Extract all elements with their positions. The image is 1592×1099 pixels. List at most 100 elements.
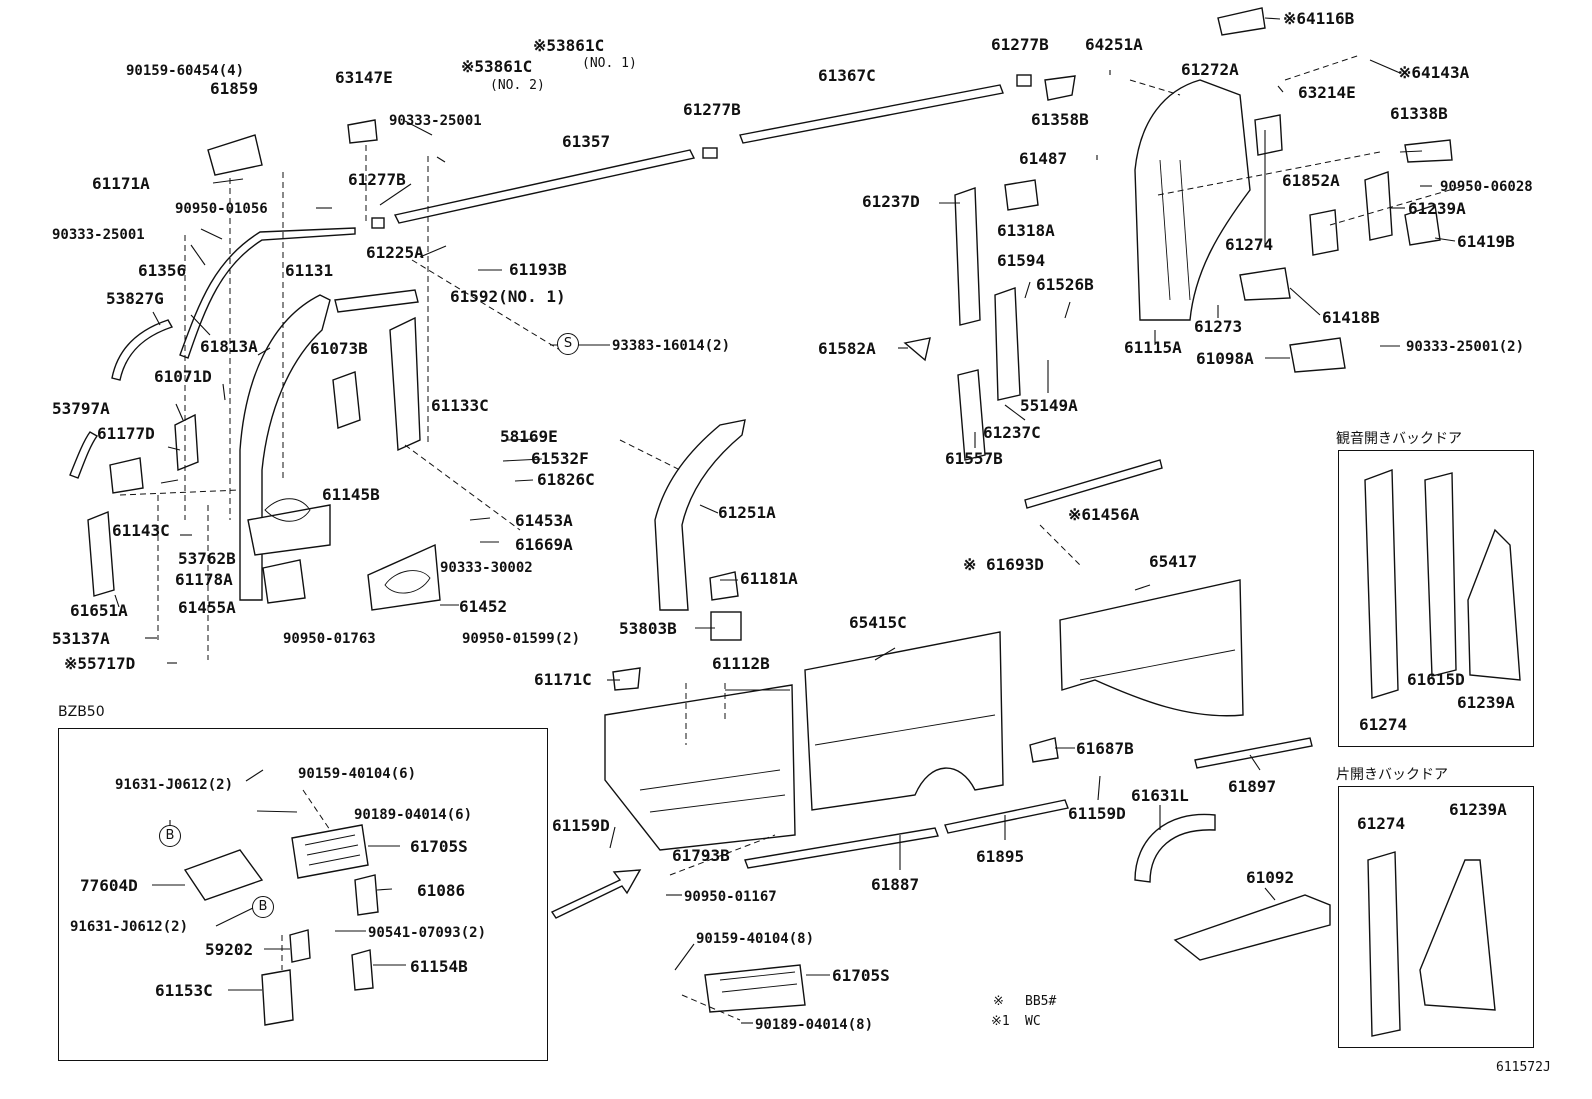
part-label: (NO. 1) bbox=[582, 56, 637, 71]
part-label: 61272A bbox=[1181, 60, 1239, 79]
part-label: 90333-25001 bbox=[52, 227, 145, 243]
part-label: 61178A bbox=[175, 570, 233, 589]
part-label: 90159-60454(4) bbox=[126, 63, 245, 79]
part-label: 61131 bbox=[285, 261, 334, 280]
part-label: 61592(NO. 1) bbox=[450, 287, 566, 306]
part-label: 61071D bbox=[154, 367, 212, 386]
pillar-61237c bbox=[994, 287, 1021, 401]
roof-rail-61357 bbox=[393, 149, 696, 224]
quarter-panel-65415c bbox=[804, 631, 1004, 811]
part-label: 61181A bbox=[740, 569, 798, 588]
part-label: 58169E bbox=[500, 427, 558, 446]
bracket-64116b bbox=[1217, 7, 1266, 36]
part-label: 90159-40104(6) bbox=[298, 766, 417, 782]
bracket-61098a bbox=[1289, 337, 1346, 373]
pointer-arrow bbox=[550, 869, 642, 919]
part-label: 61631L bbox=[1131, 786, 1189, 805]
part-label: 61239A bbox=[1408, 199, 1466, 218]
bracket-61071d bbox=[174, 413, 199, 472]
inset-61615d-d bbox=[1424, 472, 1457, 677]
part-label: 61251A bbox=[718, 503, 776, 522]
part-label: 53827G bbox=[106, 289, 164, 308]
part-label: 61669A bbox=[515, 535, 573, 554]
quarter-panel-61112b bbox=[604, 684, 796, 851]
part-label: 61557B bbox=[945, 449, 1003, 468]
plate-61852a bbox=[1309, 209, 1339, 256]
pillar-61239a bbox=[1364, 171, 1393, 241]
inset-61274-d bbox=[1364, 469, 1399, 699]
part-label: 61651A bbox=[70, 601, 128, 620]
quarter-panel-65417 bbox=[1059, 579, 1244, 717]
handle-61859 bbox=[207, 134, 263, 176]
part-label: ※53861C bbox=[533, 36, 605, 55]
part-label: 61159D bbox=[552, 816, 610, 835]
part-label: 90950-06028 bbox=[1440, 179, 1533, 195]
part-label: 61487 bbox=[1019, 149, 1068, 168]
legend-text-2: WC bbox=[1025, 1014, 1041, 1029]
legend-text-1: BB5# bbox=[1025, 994, 1057, 1009]
pillar-61557b bbox=[957, 369, 986, 461]
part-label: 61859 bbox=[210, 79, 259, 98]
part-label: 90189-04014(6) bbox=[354, 807, 473, 823]
part-label: 61826C bbox=[537, 470, 595, 489]
part-label: 90950-01167 bbox=[684, 889, 777, 905]
part-label: 61357 bbox=[562, 132, 611, 151]
part-label: 61159D bbox=[1068, 804, 1126, 823]
part-label: 63147E bbox=[335, 68, 393, 87]
part-label: 61318A bbox=[997, 221, 1055, 240]
bracket-61687b bbox=[1029, 737, 1059, 763]
part-label: 53803B bbox=[619, 619, 677, 638]
part-label: 90541-07093(2) bbox=[368, 925, 487, 941]
part-label: 53797A bbox=[52, 399, 110, 418]
inset-61274-s bbox=[1367, 851, 1401, 1037]
part-label: 90333-25001 bbox=[389, 113, 482, 129]
part-label: 61615D bbox=[1407, 670, 1465, 689]
rocker-61895 bbox=[944, 799, 1069, 834]
rocker-61887 bbox=[744, 827, 939, 869]
part-label: 65415C bbox=[849, 613, 907, 632]
clip-61277b-l bbox=[371, 217, 385, 229]
bracket-61073b bbox=[332, 371, 361, 429]
part-label: 90950-01056 bbox=[175, 201, 268, 217]
vent-61154b bbox=[351, 949, 374, 991]
plate-61582a bbox=[903, 337, 931, 362]
part-label: 61594 bbox=[997, 251, 1046, 270]
part-label: 91631-J0612(2) bbox=[70, 919, 189, 935]
part-label: 77604D bbox=[80, 876, 138, 895]
roof-side-rail-61356 bbox=[179, 227, 356, 359]
part-label: 55149A bbox=[1020, 396, 1078, 415]
lamp-53803b bbox=[710, 611, 742, 641]
part-label: 61338B bbox=[1390, 104, 1448, 123]
single-door-frame-title: 片開きバックドア bbox=[1336, 767, 1448, 783]
part-label: 91631-J0612(2) bbox=[115, 777, 234, 793]
part-label: 93383-16014(2) bbox=[612, 338, 731, 354]
part-label: 61367C bbox=[818, 66, 876, 85]
handle-77604d bbox=[183, 849, 264, 901]
double-door-frame-title: 観音開きバックドア bbox=[1336, 431, 1462, 447]
part-label: 61705S bbox=[410, 837, 468, 856]
part-label: 61274 bbox=[1225, 235, 1274, 254]
callout-b-2: B bbox=[252, 896, 274, 918]
part-label: 59202 bbox=[205, 940, 254, 959]
part-label: 61418B bbox=[1322, 308, 1380, 327]
part-label: 90333-30002 bbox=[440, 560, 533, 576]
part-label: ※64116B bbox=[1283, 9, 1355, 28]
lock-59202 bbox=[289, 929, 311, 963]
bzb50-frame bbox=[58, 728, 548, 1061]
part-label: 61813A bbox=[200, 337, 258, 356]
part-label: 61171C bbox=[534, 670, 592, 689]
part-label: 61237D bbox=[862, 192, 920, 211]
callout-b-1: B bbox=[159, 825, 181, 847]
block-61171c bbox=[612, 667, 641, 691]
clip-63147e bbox=[347, 119, 378, 144]
part-label: 61092 bbox=[1246, 868, 1295, 887]
part-label: 90333-25001(2) bbox=[1406, 339, 1525, 355]
bracket-61358b bbox=[1044, 75, 1076, 101]
part-label: 61453A bbox=[515, 511, 573, 530]
diagram-code: 611572J bbox=[1496, 1060, 1551, 1075]
callout-s: S bbox=[557, 333, 579, 355]
part-label: (NO. 2) bbox=[490, 78, 545, 93]
floor-61092 bbox=[1173, 894, 1331, 961]
part-label: 61073B bbox=[310, 339, 368, 358]
